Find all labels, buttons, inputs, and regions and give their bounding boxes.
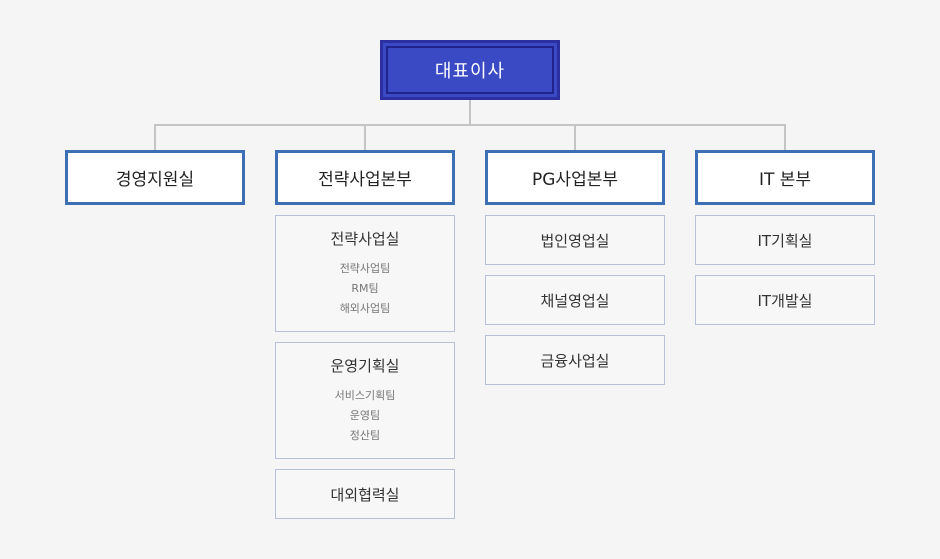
connector-dept-4 <box>784 124 786 150</box>
dept-label: PG사업본부 <box>532 170 618 190</box>
connector-ceo-down <box>469 100 471 125</box>
office-label: IT기획실 <box>757 231 813 250</box>
office-label: 금융사업실 <box>540 351 610 370</box>
dept-strategy-business: 전략사업본부 <box>275 150 455 205</box>
connector-dept-3 <box>574 124 576 150</box>
team-item: 전략사업팀 <box>339 262 391 275</box>
office-label: 채널영업실 <box>540 291 610 310</box>
office-label: 대외협력실 <box>330 485 400 504</box>
office-financial-business: 금융사업실 <box>485 335 665 385</box>
team-item: 해외사업팀 <box>339 302 391 315</box>
dept-label: IT 본부 <box>758 170 812 190</box>
office-label: 운영기획실 <box>330 357 400 375</box>
office-channel-sales: 채널영업실 <box>485 275 665 325</box>
team-item: 정산팀 <box>349 429 381 442</box>
connector-dept-2 <box>364 124 366 150</box>
office-label: IT개발실 <box>757 291 813 310</box>
office-operations-planning: 운영기획실 서비스기획팀 운영팀 정산팀 <box>275 342 455 459</box>
office-it-planning: IT기획실 <box>695 215 875 265</box>
dept-label: 전략사업본부 <box>318 170 412 190</box>
office-external-relations: 대외협력실 <box>275 469 455 519</box>
connector-horizontal <box>154 124 786 126</box>
dept-pg-business: PG사업본부 <box>485 150 665 205</box>
office-it-development: IT개발실 <box>695 275 875 325</box>
office-label: 법인영업실 <box>540 231 610 250</box>
team-item: 운영팀 <box>349 409 381 422</box>
dept-it: IT 본부 <box>695 150 875 205</box>
dept-management-support: 경영지원실 <box>65 150 245 205</box>
office-label: 전략사업실 <box>330 230 400 248</box>
dept-label: 경영지원실 <box>115 170 195 190</box>
team-item: RM팀 <box>351 282 379 295</box>
team-item: 서비스기획팀 <box>334 389 396 402</box>
ceo-box: 대표이사 <box>380 40 560 100</box>
office-strategy-business: 전략사업실 전략사업팀 RM팀 해외사업팀 <box>275 215 455 332</box>
team-list: 서비스기획팀 운영팀 정산팀 <box>335 386 396 446</box>
office-corporate-sales: 법인영업실 <box>485 215 665 265</box>
team-list: 전략사업팀 RM팀 해외사업팀 <box>340 259 391 319</box>
connector-dept-1 <box>154 124 156 150</box>
ceo-label: 대표이사 <box>434 61 506 82</box>
ceo-inner-border <box>386 46 554 94</box>
